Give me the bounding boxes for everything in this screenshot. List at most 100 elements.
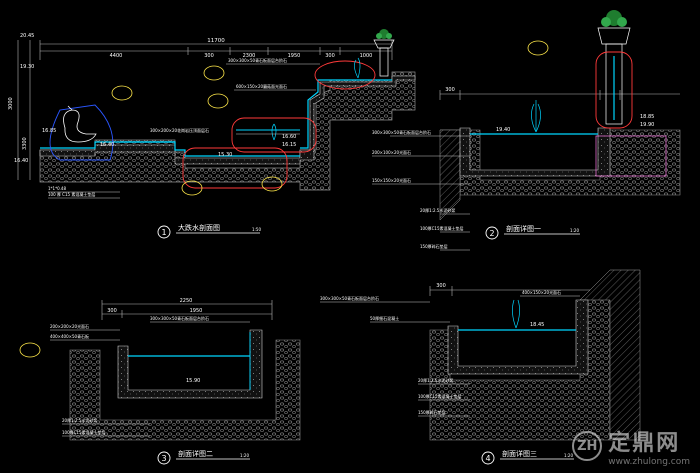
swan-sculpture-icon <box>63 105 97 143</box>
view3-pool-shell <box>117 329 263 399</box>
view2-note-3: 150×150×20光面石 <box>372 177 411 183</box>
view2-planter-column-icon <box>597 10 631 125</box>
view4-note-5: 100厚C15素混凝土垫层 <box>418 393 462 399</box>
view1-scale: 1:50 <box>252 227 261 232</box>
view1-elev-e: 16.15 <box>282 142 296 148</box>
view1-leaders <box>48 63 320 199</box>
view1-dimension-chain <box>17 40 393 180</box>
view2-dimension-lines <box>439 90 680 100</box>
view2-pool-shell <box>459 127 611 177</box>
view4-dim-1: 300 <box>436 283 446 289</box>
view-2-detail-section: 300 19.40 19.90 18.85 3 <box>372 10 681 251</box>
view1-pool-highlight-top <box>314 60 376 90</box>
view2-wall-hatch <box>439 129 461 221</box>
view1-note-1: 300×300×50青石板面层台阶石 <box>228 57 287 63</box>
view1-title: 大跌水剖面图 <box>178 223 220 232</box>
view3-note-5: 100厚C15素混凝土垫层 <box>62 429 106 435</box>
view4-note-3: 50厚细石混凝土 <box>370 315 399 321</box>
view2-fountain-jet-icon <box>531 100 541 133</box>
view3-dim-1: 300 <box>107 308 117 314</box>
view2-note-2: 200×100×20光面石 <box>372 149 411 155</box>
view1-small-jet-icon <box>271 123 277 141</box>
view1-callout-bubbles <box>111 65 283 196</box>
view2-leaders <box>372 135 470 251</box>
view2-magenta-frame <box>595 135 667 177</box>
view1-note-4: 1*1*0.48 <box>48 186 66 191</box>
view4-pool-shell <box>447 299 589 375</box>
view4-note-2: 400×150×20光面石 <box>522 289 561 295</box>
view2-elev-a: 19.40 <box>496 127 510 133</box>
view4-note-1: 300×300×50青石板面层台阶石 <box>320 295 379 301</box>
view1-ground-fill <box>39 71 416 191</box>
view1-dim-2: 300 <box>204 53 214 59</box>
view3-title-block: 3 剖面详图二 1:20 <box>157 449 250 465</box>
view3-number: 3 <box>161 454 166 463</box>
view1-left-dim-a: 3000 <box>8 97 14 110</box>
view4-title: 剖面详图三 <box>502 449 537 458</box>
view4-number: 4 <box>485 454 490 463</box>
view-3-detail-section: 2250 300 1950 15.90 300×300×50青石板面层台阶石 2… <box>19 298 301 465</box>
view4-scale: 1:20 <box>564 453 573 458</box>
view1-elev-a: 16.85 <box>42 128 56 134</box>
view2-scale: 1:20 <box>570 228 579 233</box>
view4-elev-a: 18.45 <box>530 322 544 328</box>
view2-note-5: 100厚C15素混凝土垫层 <box>420 225 464 231</box>
view4-leaders <box>320 295 580 417</box>
view2-number: 2 <box>489 229 494 238</box>
view1-elev-b: 16.40 <box>100 142 114 148</box>
view1-planter-icon <box>373 29 395 77</box>
view1-elev-d: 15.30 <box>218 152 232 158</box>
view1-water-lines <box>40 79 392 157</box>
view3-note-2: 200×200×20光面石 <box>50 323 89 329</box>
view-1-cascade-section: 11700 4400 300 2300 1950 300 1000 20.45 … <box>8 29 416 239</box>
view2-ground-fill <box>440 129 681 196</box>
view1-dim-6: 1000 <box>360 53 373 59</box>
view1-dim-4: 1950 <box>288 53 301 59</box>
view2-elev-c: 18.85 <box>640 114 654 120</box>
view1-elev-top: 20.45 <box>20 33 34 39</box>
view3-dim-2: 1950 <box>190 308 203 314</box>
view2-title-block: 2 剖面详图一 1:20 <box>485 224 580 240</box>
view1-fountain-jet-icon <box>354 57 361 79</box>
view1-note-2: 600×150×20蘑菇面光面石 <box>236 83 287 89</box>
view1-dim-1: 4400 <box>110 53 123 59</box>
view1-pool-highlight-right <box>231 117 317 153</box>
view2-title: 剖面详图一 <box>506 224 541 233</box>
view3-leaders <box>50 321 250 437</box>
watermark: ZH 定鼎网 www.zhulong.com <box>572 425 690 467</box>
view2-elev-b: 19.90 <box>640 122 654 128</box>
view4-wall-hatch <box>579 269 641 441</box>
view2-note-1: 300×300×50青石板面层台阶石 <box>372 129 431 135</box>
view1-note-3: 300×200×20花岗岩压顶面层石 <box>150 127 209 133</box>
view3-scale: 1:20 <box>240 453 249 458</box>
view2-column-highlight <box>595 51 633 129</box>
view4-dimension-lines <box>429 286 590 296</box>
watermark-url: www.zhulong.com <box>608 457 690 467</box>
view3-ground-fill <box>69 339 301 441</box>
view4-fountain-jet-icon <box>512 299 520 329</box>
view2-dim-1: 300 <box>445 87 455 93</box>
view3-note-3: 400×400×50青石板 <box>50 333 89 339</box>
view2-note-6: 150厚碎石垫层 <box>420 243 448 249</box>
view4-note-6: 150厚碎石垫层 <box>418 409 446 415</box>
view1-elev-c: 16.60 <box>282 134 296 140</box>
view1-title-block: 1 大跌水剖面图 1:50 <box>157 223 261 239</box>
view3-dimension-lines <box>101 300 273 320</box>
watermark-brand: 定鼎网 <box>608 431 681 456</box>
view1-dim-3: 2300 <box>243 53 256 59</box>
view1-note-5: 100 厚 C15 素混凝土垫层 <box>48 191 95 197</box>
view4-note-4: 20厚1:2.5水泥砂浆 <box>418 377 453 383</box>
view1-elev-2: 19.30 <box>20 64 34 70</box>
view4-title-block: 4 剖面详图三 1:20 <box>481 449 574 465</box>
view2-note-4: 20厚1:2.5水泥砂浆 <box>420 207 455 213</box>
view1-number: 1 <box>161 228 166 237</box>
view1-elev-f: 16.40 <box>14 158 28 164</box>
view1-total-dim: 11700 <box>207 38 225 44</box>
view1-left-dim-b: 3300 <box>22 137 28 150</box>
view1-dim-5: 300 <box>325 53 335 59</box>
view3-elev-a: 15.90 <box>186 378 200 384</box>
view1-blue-outline <box>49 104 114 161</box>
view-4-detail-section: 300 18.45 300×300×50青石板面层台阶石 400×150×20光… <box>320 269 641 465</box>
view3-title: 剖面详图二 <box>178 449 213 458</box>
